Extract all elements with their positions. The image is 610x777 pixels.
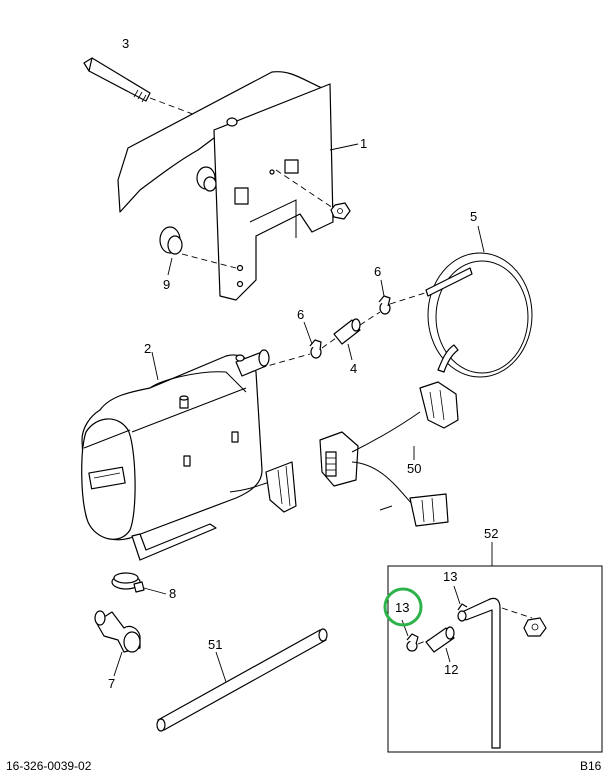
elbow-part-7 bbox=[94, 610, 141, 677]
callout-50: 50 bbox=[407, 461, 421, 476]
mounting-bracket-part-1 bbox=[117, 71, 359, 301]
callout-4: 4 bbox=[350, 361, 357, 376]
callout-9: 9 bbox=[163, 277, 170, 292]
callout-13-upper: 13 bbox=[443, 569, 457, 584]
clamp-part-6-lower bbox=[259, 321, 322, 369]
tube-part-51 bbox=[156, 628, 328, 732]
coupler-part-4 bbox=[321, 311, 381, 361]
callout-1: 1 bbox=[360, 136, 367, 151]
clamp-part-6-upper bbox=[378, 279, 391, 315]
wire-harness-part-50 bbox=[319, 381, 459, 527]
callout-13-highlighted: 13 bbox=[395, 600, 409, 615]
callout-6-lower: 6 bbox=[297, 307, 304, 322]
page-code: B16 bbox=[580, 759, 602, 773]
hose-clamp-part-8 bbox=[111, 572, 167, 595]
callout-3: 3 bbox=[122, 36, 129, 51]
drawing-number: 16-326-0039-02 bbox=[6, 759, 92, 773]
highlight-circle bbox=[383, 587, 423, 627]
callout-7: 7 bbox=[108, 676, 115, 691]
callout-12: 12 bbox=[444, 662, 458, 677]
callout-5: 5 bbox=[470, 209, 477, 224]
callout-6-upper: 6 bbox=[374, 264, 381, 279]
callout-52: 52 bbox=[484, 526, 498, 541]
callout-2: 2 bbox=[144, 341, 151, 356]
callout-8: 8 bbox=[169, 586, 176, 601]
coiled-tube-part-5 bbox=[389, 225, 533, 378]
heater-unit-part-2 bbox=[81, 349, 297, 561]
callout-51: 51 bbox=[208, 637, 222, 652]
kit-box-part-52 bbox=[383, 542, 603, 753]
grommet-part-9 bbox=[159, 226, 237, 276]
